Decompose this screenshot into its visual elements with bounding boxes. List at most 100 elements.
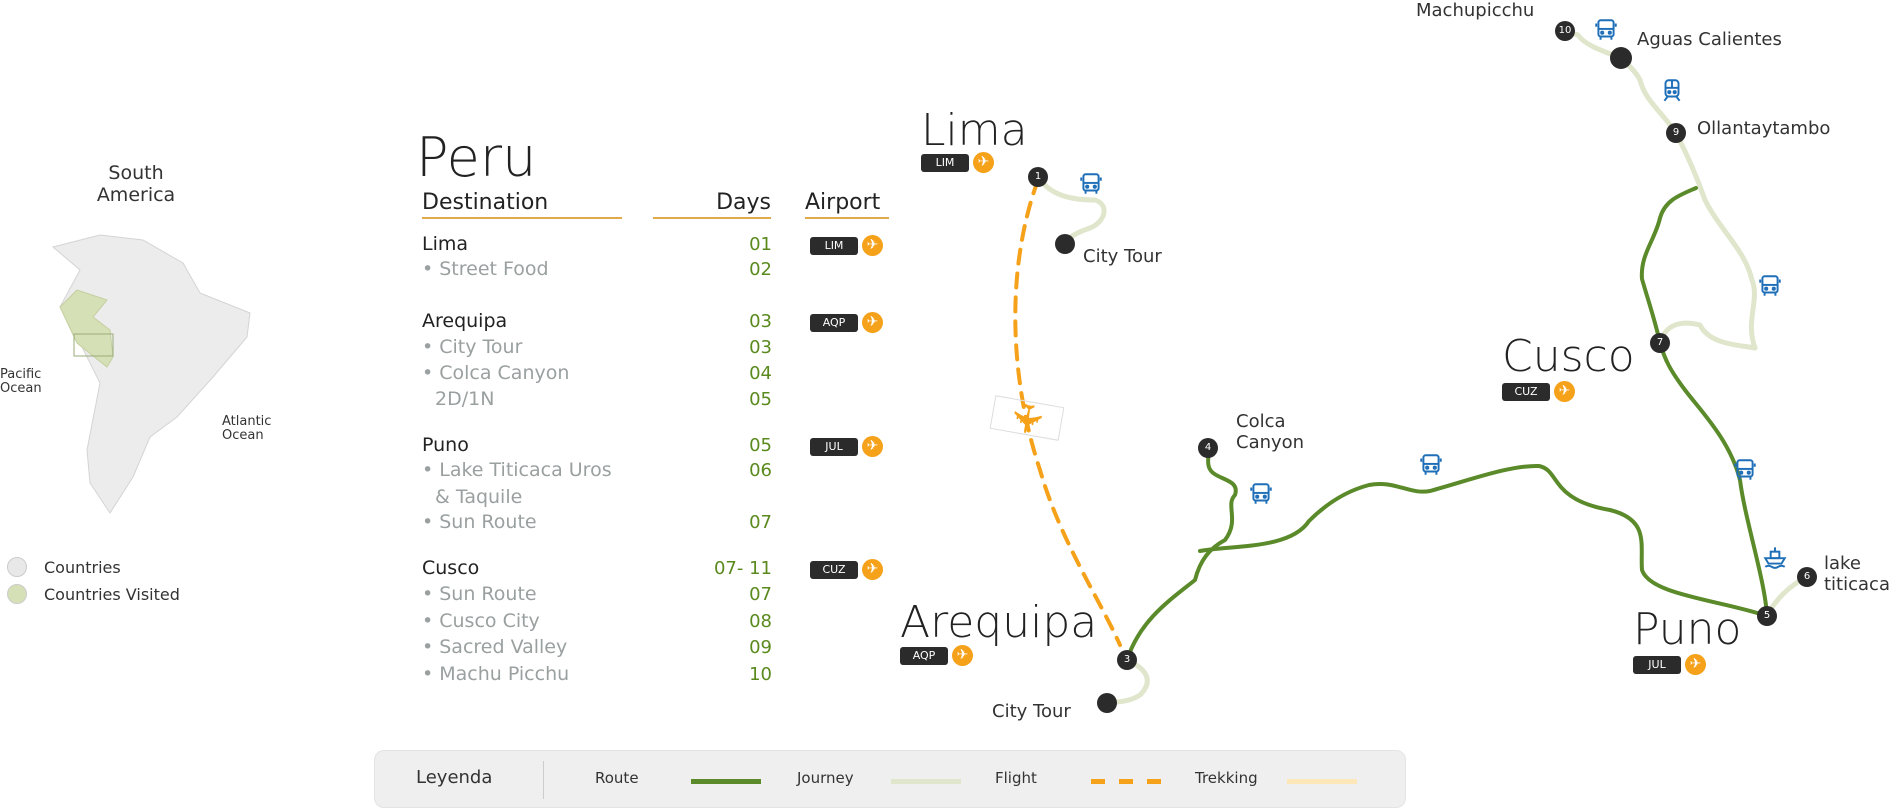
plane-icon: ✈ [862,559,883,580]
destination-item: Cusco [422,557,480,579]
day-value: 07 [749,584,772,605]
stop-arequipa-tour [1097,693,1117,713]
label-arequipa-city-tour: City Tour [992,701,1071,722]
day-value: 03 [749,337,772,358]
plane-icon: ✈ [1554,381,1575,402]
day-value: 09 [749,637,772,658]
stop-5: 5 [1757,606,1777,626]
city-puno: Puno [1633,604,1742,655]
destination-item: • Street Food [422,258,549,280]
airport-badge: AQP✈ [810,312,883,333]
plane-icon: ✈ [862,312,883,333]
bus-icon [1757,273,1783,299]
stop-aguas-calientes [1610,47,1632,69]
day-value: 05 [749,389,772,410]
destination-item: • Cusco City [422,610,540,632]
label-aguas-calientes: Aguas Calientes [1637,29,1782,50]
destination-item: • Sacred Valley [422,636,568,658]
bus-icon [1593,17,1619,43]
pacific-label: Pacific Ocean [0,367,42,396]
day-value: 10 [749,664,772,685]
cusco-airport-badge: CUZ✈ [1502,381,1575,402]
city-arequipa: Arequipa [900,597,1098,648]
map-legend: Leyenda Route Journey Flight Trekking [374,750,1406,808]
airport-code: CUZ [1502,382,1550,401]
destination-item: • City Tour [422,336,523,358]
legend-title: Leyenda [416,767,493,788]
airport-badge: LIM✈ [810,235,883,256]
arequipa-airport-badge: AQP✈ [900,645,973,666]
flight-path [1013,178,1122,647]
plane-icon: ✈ [862,235,883,256]
overview-title: South America [96,162,176,206]
day-value: 01 [749,234,772,255]
focus-box [73,333,114,357]
day-value: 03 [749,311,772,332]
page-title: Peru [416,126,537,189]
header-days: Days [653,190,771,219]
day-value: 05 [749,435,772,456]
stop-4: 4 [1198,438,1218,458]
plane-icon: ✈ [1685,654,1706,675]
train-icon [1659,77,1685,103]
day-value: 08 [749,611,772,632]
bus-icon [1732,457,1758,483]
airport-code: JUL [1633,655,1681,674]
puno-airport-badge: JUL✈ [1633,654,1706,675]
legend-flight-label: Flight [995,769,1037,787]
airport-badge: CUZ✈ [810,559,883,580]
legend-route-label: Route [595,769,639,787]
label-colca: Colca Canyon [1236,411,1305,453]
legend-flight-swatch [1091,779,1161,784]
countries-label: Countries [44,558,121,577]
stop-3: 3 [1117,650,1137,670]
destination-item: • Colca Canyon [422,362,570,384]
atlantic-label: Atlantic Ocean [222,414,272,443]
day-value: 02 [749,259,772,280]
day-value: 06 [749,460,772,481]
destination-item: Puno [422,434,469,456]
label-lima-city-tour: City Tour [1083,246,1162,267]
countries-swatch [7,557,27,577]
stop-9: 9 [1666,123,1686,143]
destination-item: Arequipa [422,310,508,332]
plane-icon: ✈ [862,436,883,457]
stop-6: 6 [1797,567,1817,587]
airport-badge: JUL✈ [810,436,883,457]
legend-divider [543,761,544,799]
stop-lima-tour [1055,234,1075,254]
stop-7: 7 [1650,333,1670,353]
destination-item: & Taquile [435,486,523,508]
airport-code: CUZ [810,560,858,579]
journey-lima [1035,174,1107,247]
destination-item: 2D/1N [435,388,495,410]
airport-code: LIM [810,236,858,255]
bus-icon [1248,481,1274,507]
day-value: 07 [749,512,772,533]
peru-shape [59,289,114,368]
stop-1: 1 [1028,167,1048,187]
label-titicaca: lake titicaca [1824,553,1890,595]
airport-code: LIM [921,153,969,172]
lima-airport-badge: LIM✈ [921,152,994,173]
airport-code: AQP [900,646,948,665]
destination-item: • Sun Route [422,511,537,533]
destination-item: • Lake Titicaca Uros [422,459,612,481]
plane-icon: ✈ [952,645,973,666]
bus-icon [1418,452,1444,478]
airport-code: JUL [810,437,858,456]
legend-journey-label: Journey [797,769,854,787]
destination-item: • Sun Route [422,583,537,605]
bus-icon [1078,171,1104,197]
header-destination: Destination [422,190,622,219]
stop-10: 10 [1555,21,1575,41]
destination-item: Lima [422,233,469,255]
south-america-map [51,234,251,514]
day-value: 04 [749,363,772,384]
airport-code: AQP [810,313,858,332]
legend-route-swatch [691,779,761,784]
visited-label: Countries Visited [44,585,180,604]
visited-swatch [7,584,27,604]
route-green [1125,186,1769,662]
day-value: 07- 11 [713,558,772,579]
